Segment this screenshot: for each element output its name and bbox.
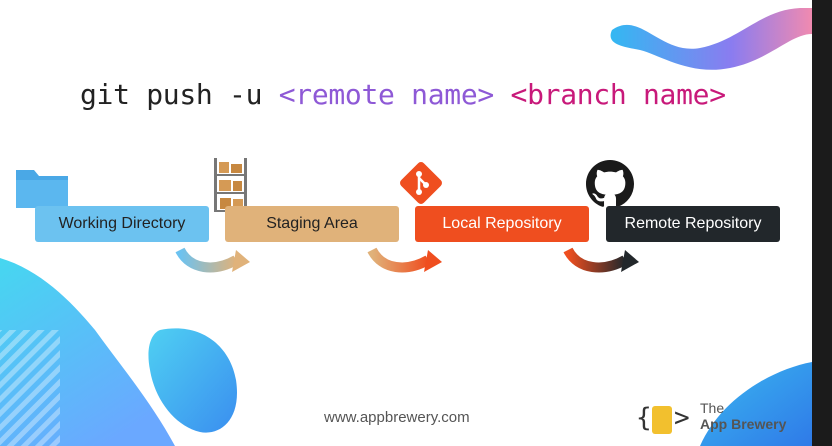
staging-area-box: Staging Area [225,206,399,242]
warehouse-shelves-icon [214,158,247,212]
git-logo-icon [400,162,442,204]
working-directory-box: Working Directory [35,206,209,242]
app-brewery-logo-icon: { > [636,403,690,434]
footer-url: www.appbrewery.com [324,409,470,426]
command-base: git push -u [80,78,279,111]
right-edge-bar [812,0,832,446]
svg-text:>: > [674,403,690,433]
staging-area-label: Staging Area [266,215,358,232]
slide: git push -u <remote name> <branch name> … [0,8,812,446]
brand-the: The [700,400,725,416]
branch-name-placeholder: <branch name> [510,78,727,111]
svg-text:{: { [636,403,652,433]
remote-repository-box: Remote Repository [606,206,780,242]
github-logo-icon [586,160,634,207]
brand-app-brewery: App Brewery [700,416,787,432]
local-repository-label: Local Repository [442,215,562,232]
remote-repository-label: Remote Repository [624,215,762,232]
local-repository-box: Local Repository [415,206,589,242]
git-command: git push -u <remote name> <branch name> [80,78,726,111]
background-decoration [0,8,812,446]
folder-icon [16,170,68,208]
brand-name: The App Brewery [700,400,786,432]
working-directory-label: Working Directory [58,215,186,232]
remote-name-placeholder: <remote name> [278,78,495,111]
